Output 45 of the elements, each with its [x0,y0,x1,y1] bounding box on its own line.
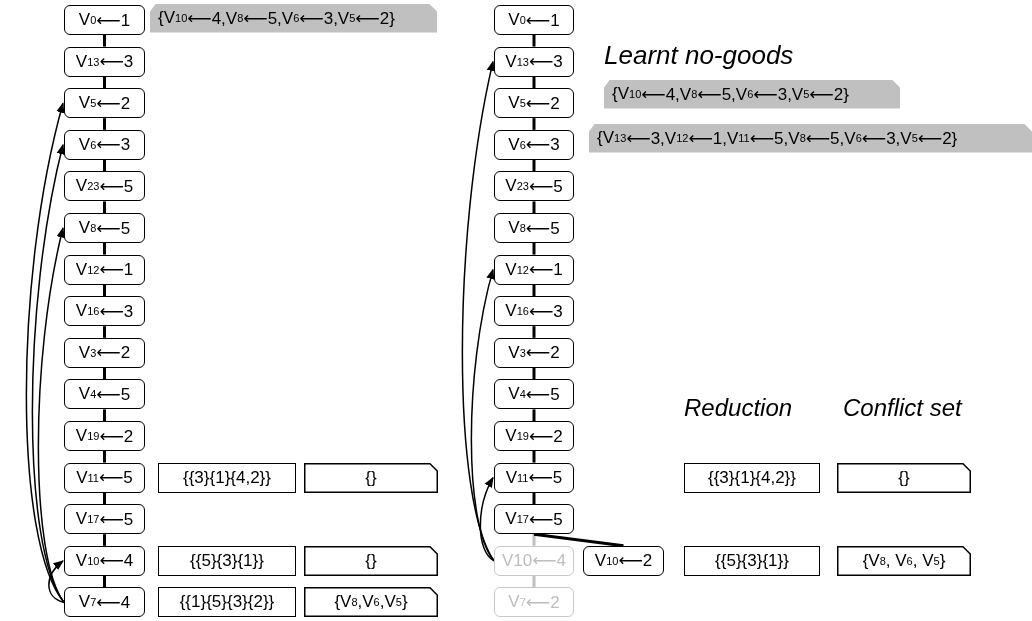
tree-branch-line [532,492,536,505]
tree-branch-line [532,575,536,588]
conflict-set: {} [837,462,971,493]
reduction-set: {{3}{1}{4,2}} [158,462,296,493]
tree-branch-line [103,284,106,297]
tree-branch-line [532,118,536,130]
tree-branch-line [532,243,536,255]
tree-branch-line [532,35,536,47]
reduction-set: {{1}{5}{3}{2}} [158,587,296,618]
backjump-arrow [470,268,495,562]
tree-branch-line [532,76,536,89]
tree-branch-line [103,118,106,130]
backjump-arrow [25,102,65,604]
tree-branch-line [103,367,106,380]
column-heading: Conflict set [843,394,962,422]
tree-branch-line [532,326,536,338]
tree-branch-line [533,532,624,548]
section-heading: Learnt no-goods [604,40,794,71]
tree-branch-line [532,284,536,297]
backjump-arrow [479,476,495,562]
tree-branch-line [532,367,536,380]
column-heading: Reduction [684,394,793,422]
tree-branch-line [103,451,106,463]
undone-assignment-node: V10⟵4 [494,545,574,576]
backjump-arrow [48,560,65,604]
conflict-set: {} [304,545,438,576]
reduction-set: {{5}{3}{1}} [684,545,820,576]
reduction-set: {{3}{1}{4,2}} [684,462,820,493]
tree-branch-line [532,409,536,421]
conflict-set: {} [304,462,438,493]
tree-branch-line [103,326,106,338]
tree-branch-line [103,76,106,89]
tree-branch-line [103,243,106,255]
tree-branch-line [103,575,106,588]
tree-branch-line [532,159,536,172]
reduction-set: {{5}{3}{1}} [158,545,296,576]
tree-branch-line [103,492,106,505]
tree-branch-line [103,409,106,421]
tree-branch-line [532,201,536,213]
tree-branch-line [103,35,106,47]
tree-branch-line [532,451,536,463]
tree-branch-line [103,534,106,546]
tree-branch-line [532,534,536,546]
tree-branch-line [103,201,106,213]
tree-branch-line [103,159,106,172]
